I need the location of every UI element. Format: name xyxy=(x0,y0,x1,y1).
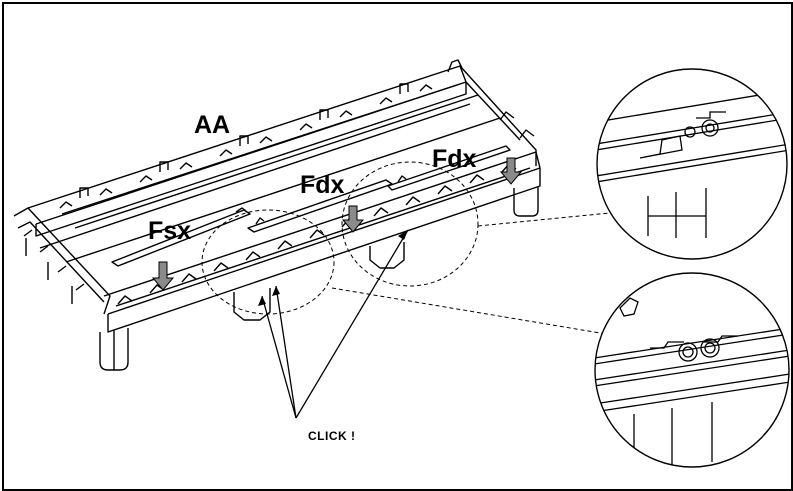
label-aa: AA xyxy=(194,111,231,139)
slat-fsx xyxy=(111,207,251,267)
left-end-rail xyxy=(13,207,111,315)
label-fdx-middle: Fdx xyxy=(300,171,345,199)
detail-circle-bottom xyxy=(594,272,790,468)
back-rail xyxy=(27,59,479,237)
detail-circle-top xyxy=(596,68,788,260)
right-end-rail xyxy=(459,65,537,166)
feet xyxy=(99,186,539,371)
callout-circle-right xyxy=(341,161,479,287)
callout-circle-left xyxy=(201,209,335,315)
arrow-down-icon xyxy=(499,157,523,185)
front-rail xyxy=(103,151,541,333)
arrow-down-icon xyxy=(151,261,175,291)
label-click: CLICK ! xyxy=(308,429,356,443)
label-fsx: Fsx xyxy=(148,217,192,245)
slat-fdx-right xyxy=(387,145,511,191)
label-fdx-right: Fdx xyxy=(432,145,477,173)
arrow-down-icon xyxy=(341,205,365,233)
